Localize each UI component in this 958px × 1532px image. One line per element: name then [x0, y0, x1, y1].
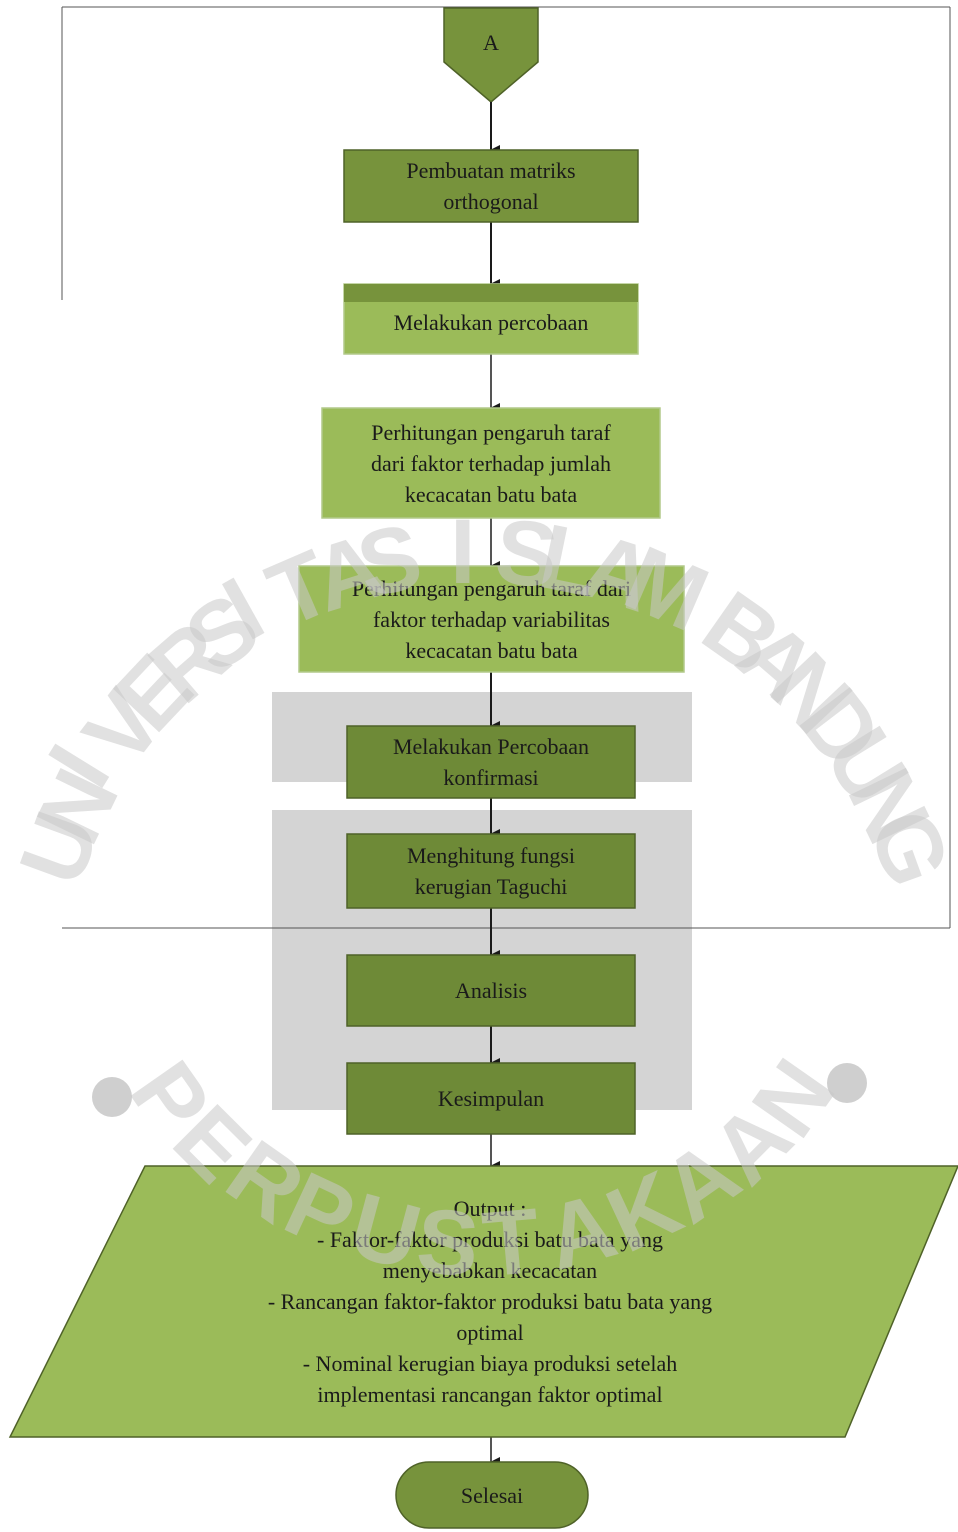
step-label-2: Melakukan percobaan: [393, 309, 589, 335]
watermark-dot-right: [827, 1063, 867, 1103]
step-box-4: [298, 565, 685, 673]
step-label-4: Perhitungan pengaruh taraf dari faktor t…: [351, 575, 632, 663]
connector-label: A: [483, 29, 499, 55]
step-label-8: Kesimpulan: [437, 1086, 545, 1111]
output-label: Output : - Faktor-faktor produksi batu b…: [267, 1195, 713, 1407]
step-box-8: [346, 1062, 636, 1135]
step-box-6: [346, 833, 636, 909]
end-label: Selesai: [460, 1482, 524, 1508]
step-box-2-topband: [344, 284, 638, 302]
output-parallelogram: [8, 1165, 958, 1438]
step-label-3: Perhitungan pengaruh taraf dari faktor t…: [370, 419, 612, 507]
end-terminator: [395, 1461, 589, 1529]
step-box-7: [346, 954, 636, 1027]
step-label-7: Analisis: [454, 978, 528, 1003]
step-box-5: [346, 725, 636, 799]
step-box-3: [321, 407, 661, 519]
watermark-dot-left: [92, 1077, 132, 1117]
step-box-1: [343, 149, 639, 223]
offpage-connector: [443, 7, 539, 103]
step-label-1: Pembuatan matriks orthogonal: [406, 158, 576, 214]
step-label-5: Melakukan Percobaan konfirmasi: [392, 734, 590, 790]
step-label-6: Menghitung fungsi kerugian Taguchi: [406, 843, 576, 899]
